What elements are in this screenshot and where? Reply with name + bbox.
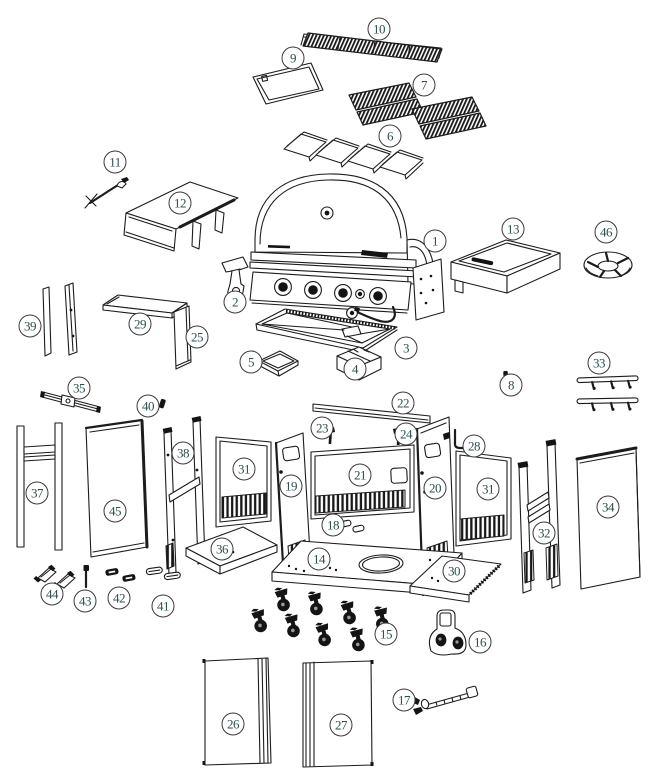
part-10-warming-rack [300, 32, 443, 63]
part-37-h-frame [16, 422, 63, 551]
part-43-bolt [83, 565, 89, 589]
part-31-vented-panel-left [215, 436, 272, 528]
part-45-side-panel [84, 418, 149, 558]
part-28-j-hook [453, 428, 469, 450]
callout-2: 2 [223, 290, 247, 314]
callout-33: 33 [587, 351, 611, 375]
part-32-frame-right [517, 439, 561, 594]
callout-3: 3 [394, 336, 418, 360]
callout-16: 16 [468, 630, 492, 654]
callout-13: 13 [501, 217, 525, 241]
callout-18: 18 [321, 513, 345, 537]
callout-42: 42 [107, 586, 131, 610]
callout-45: 45 [103, 499, 127, 523]
callout-40: 40 [136, 394, 160, 418]
callout-44: 44 [40, 582, 64, 606]
part-40-pin [158, 398, 166, 409]
callout-32: 32 [532, 521, 556, 545]
callout-30: 30 [442, 559, 466, 583]
callout-31a: 31 [232, 457, 256, 481]
part-7-cooking-grates [348, 82, 487, 140]
part-1-grill-head [249, 173, 445, 323]
callout-4: 4 [343, 357, 367, 381]
callout-36: 36 [210, 537, 234, 561]
callout-20: 20 [423, 476, 447, 500]
part-13-side-burner [450, 239, 561, 294]
callout-29: 29 [128, 312, 152, 336]
part-16-tank-bracket [428, 609, 467, 656]
part-39-trim-strips [42, 282, 78, 357]
callout-26: 26 [221, 712, 245, 736]
part-34-door-panel [575, 446, 641, 590]
part-5-drip-tray [258, 350, 299, 377]
callout-25: 25 [185, 325, 209, 349]
callout-35: 35 [67, 376, 91, 400]
part-11-hook-tool [84, 177, 129, 209]
callout-15: 15 [374, 622, 398, 646]
callout-7: 7 [412, 73, 436, 97]
callout-5: 5 [239, 350, 263, 374]
callout-11: 11 [103, 150, 127, 174]
callout-23: 23 [310, 416, 334, 440]
callout-31b: 31 [476, 477, 500, 501]
part-26-door-left [202, 657, 272, 766]
callout-21: 21 [348, 463, 372, 487]
callout-38: 38 [171, 441, 195, 465]
callout-8: 8 [499, 373, 523, 397]
callout-19: 19 [279, 474, 303, 498]
part-46-pot-ring [583, 251, 633, 279]
callout-17: 17 [392, 688, 416, 712]
part-22-cross-bar [312, 403, 431, 424]
callout-34: 34 [596, 495, 620, 519]
callout-28: 28 [462, 434, 486, 458]
callout-12: 12 [168, 191, 192, 215]
callout-27: 27 [329, 713, 353, 737]
callout-37: 37 [25, 481, 49, 505]
callout-41: 41 [151, 594, 175, 618]
callout-6: 6 [378, 124, 402, 148]
callout-46: 46 [594, 220, 618, 244]
callout-1: 1 [423, 229, 447, 253]
callout-10: 10 [367, 17, 391, 41]
callout-14: 14 [307, 547, 331, 571]
callout-22: 22 [391, 391, 415, 415]
callout-9: 9 [281, 46, 305, 70]
part-29-shelf-panel [102, 294, 188, 319]
callout-43: 43 [73, 589, 97, 613]
callout-39: 39 [18, 314, 42, 338]
callout-24: 24 [394, 422, 418, 446]
part-35-support-bar [40, 391, 101, 413]
part-3-grease-tray [255, 308, 398, 353]
